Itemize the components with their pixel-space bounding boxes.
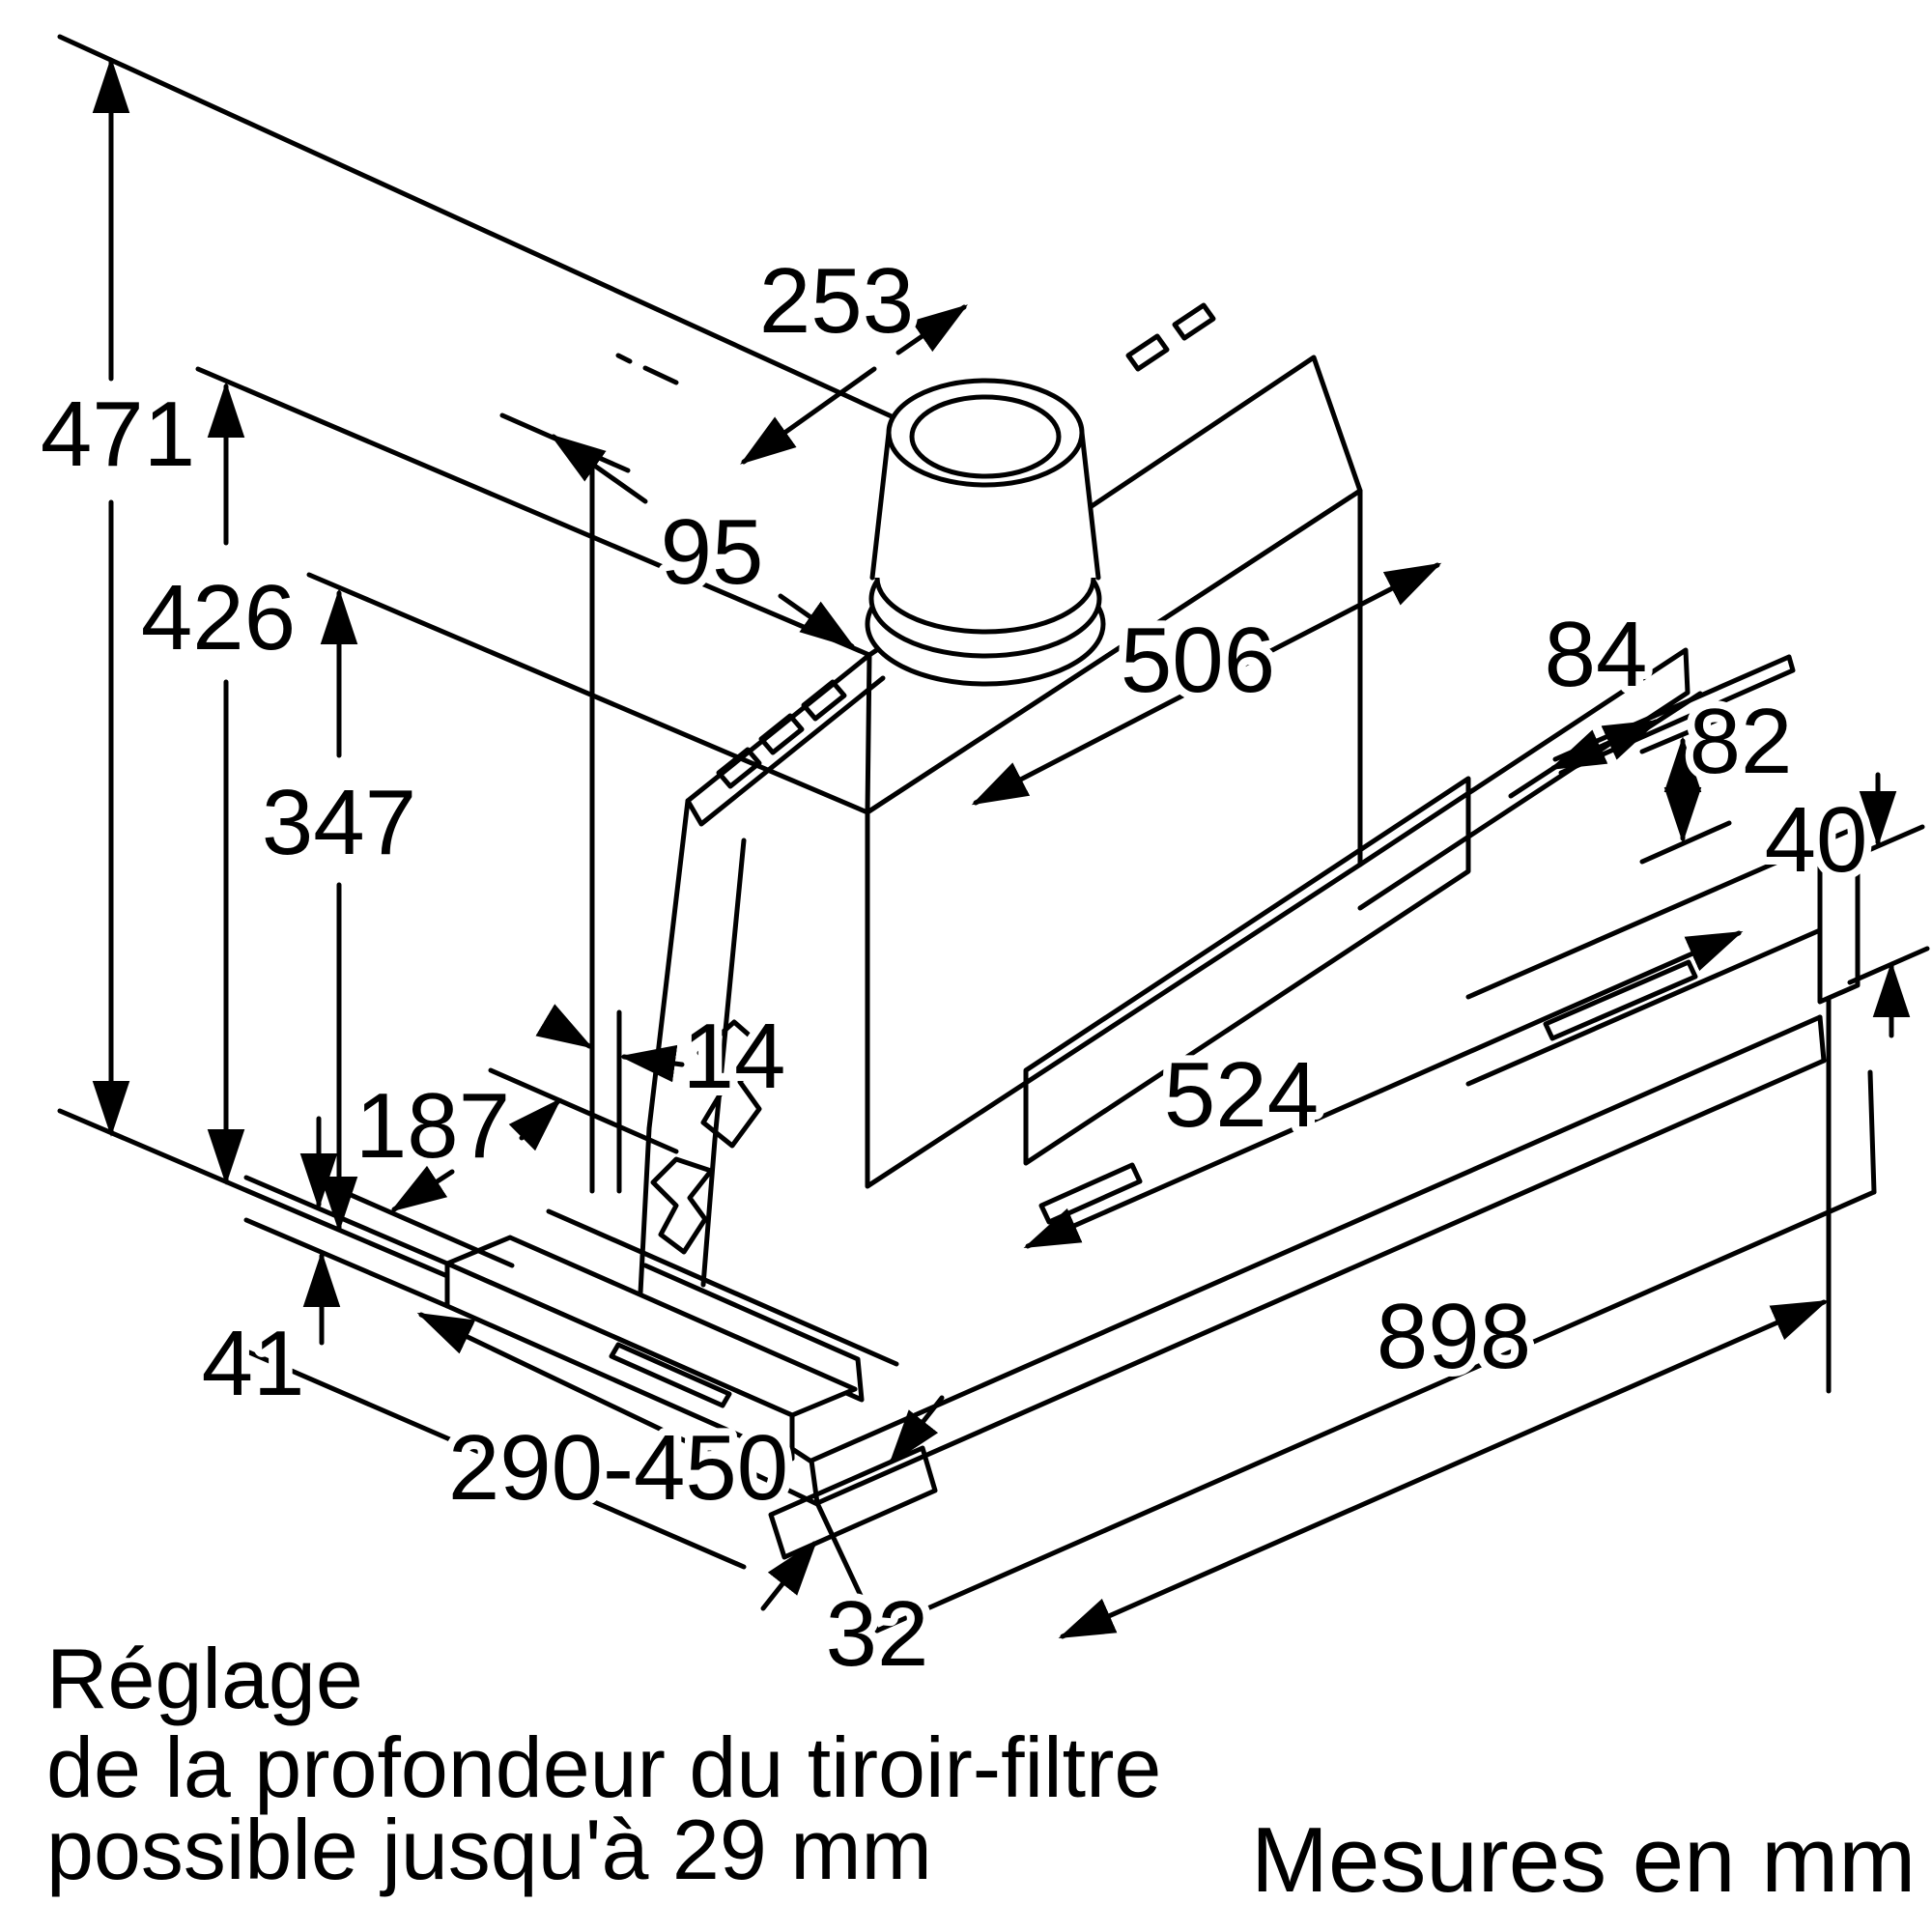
dimension-lines bbox=[243, 304, 1930, 1639]
dim-524-arrow-right bbox=[1378, 930, 1744, 1094]
mid-box-face bbox=[1023, 776, 1471, 1166]
dim-290-450-label: 290-450 bbox=[448, 1416, 788, 1520]
dim-187-arrow-lower bbox=[389, 1165, 455, 1212]
dim-253-label: 253 bbox=[759, 249, 914, 353]
spring-clip-2 bbox=[758, 713, 805, 755]
dim-40-label: 40 bbox=[1765, 788, 1868, 892]
duct-collar bbox=[615, 353, 1106, 687]
dim-41-label: 41 bbox=[202, 1312, 305, 1415]
spring-clip-3 bbox=[716, 747, 762, 789]
dim-426-label: 426 bbox=[141, 566, 296, 669]
dim-290-450-arrow bbox=[416, 1312, 820, 1507]
dim-32-arrow-upper bbox=[889, 1395, 945, 1465]
collar-top-inner-rim bbox=[909, 394, 1062, 479]
duct-centerline-mark bbox=[615, 353, 679, 385]
dim-253-arrow-left bbox=[740, 366, 877, 465]
ref-line-duct-top bbox=[57, 34, 896, 420]
dim-14-label: 14 bbox=[683, 1005, 786, 1108]
dim-82-label: 82 bbox=[1690, 690, 1793, 793]
dim-471-label: 471 bbox=[41, 383, 195, 486]
spacer-bar-32 bbox=[768, 1445, 938, 1560]
filter-drawer bbox=[444, 1208, 899, 1462]
dim-84-label: 84 bbox=[1545, 603, 1648, 706]
dim-14-arrow-right bbox=[619, 1044, 685, 1083]
dim-898-label: 898 bbox=[1377, 1285, 1531, 1388]
adjustment-note-line3: possible jusqu'à 29 mm bbox=[46, 1802, 932, 1897]
dim-898-arrow-left bbox=[1058, 1472, 1433, 1639]
spring-clip-5 bbox=[1172, 302, 1216, 341]
ref-baseline-lower bbox=[246, 1350, 747, 1570]
dimension-labels: 471 426 347 253 95 506 84 82 40 524 14 1… bbox=[33, 242, 1875, 1693]
filter-hook-lower bbox=[650, 1156, 714, 1255]
telescopic-assembly bbox=[768, 647, 1877, 1634]
dim-95-arrow-right bbox=[778, 593, 856, 649]
dim-95-arrow-left bbox=[550, 434, 648, 504]
filter-hook-upper bbox=[696, 1019, 768, 1149]
ref-line-housing-front-top bbox=[306, 572, 870, 815]
dim-506-arrow-left bbox=[971, 685, 1201, 806]
dim-84-arrow-left bbox=[1548, 729, 1608, 771]
dim-524-label: 524 bbox=[1164, 1043, 1319, 1147]
rail-end-cap bbox=[1817, 824, 1861, 1005]
dim-14-arrow-left bbox=[535, 1004, 594, 1049]
dim-524-arrow-left bbox=[1023, 1088, 1384, 1249]
dim-506-label: 506 bbox=[1121, 609, 1275, 712]
front-apron-lines bbox=[809, 1014, 1877, 1634]
dim-506-arrow-right bbox=[1209, 562, 1442, 684]
dim-41-ext bbox=[243, 1175, 450, 1309]
dim-32-arrow-lower bbox=[760, 1540, 817, 1611]
dim-187-ext bbox=[324, 1067, 679, 1268]
dim-95-label: 95 bbox=[661, 500, 764, 604]
front-rail-lines bbox=[1465, 840, 1823, 1087]
adjustment-note-line2: de la profondeur du tiroir-filtre bbox=[46, 1719, 1161, 1815]
dim-187-arrow-upper bbox=[508, 1097, 562, 1151]
reference-lines bbox=[57, 34, 1832, 1570]
bottom-vent-slot bbox=[1038, 1162, 1143, 1225]
dim-253-arrow-right bbox=[895, 304, 968, 355]
dim-347-label: 347 bbox=[262, 771, 416, 874]
dim-84-arrow-right bbox=[1601, 719, 1661, 760]
dim-187-label: 187 bbox=[355, 1074, 510, 1178]
dim-32-label: 32 bbox=[826, 1582, 929, 1686]
drawer-surface-line bbox=[546, 1208, 899, 1367]
collar-cone-sides bbox=[869, 430, 1101, 581]
dim-898-arrow-right bbox=[1427, 1299, 1829, 1478]
housing-left-inner-edge bbox=[700, 838, 747, 1288]
units-note: Mesures en mm bbox=[1251, 1808, 1916, 1912]
height-dimensions bbox=[92, 57, 358, 1233]
spring-clip-4 bbox=[1125, 333, 1170, 372]
ref-line-housing-top bbox=[195, 366, 872, 658]
rail-slot bbox=[1543, 959, 1698, 1041]
text-notes: Réglage de la profondeur du tiroir-filtr… bbox=[46, 1631, 1916, 1912]
adjustment-note-line1: Réglage bbox=[46, 1631, 363, 1726]
drawer-handle-slot bbox=[609, 1342, 732, 1408]
spring-clip-1 bbox=[801, 679, 847, 722]
